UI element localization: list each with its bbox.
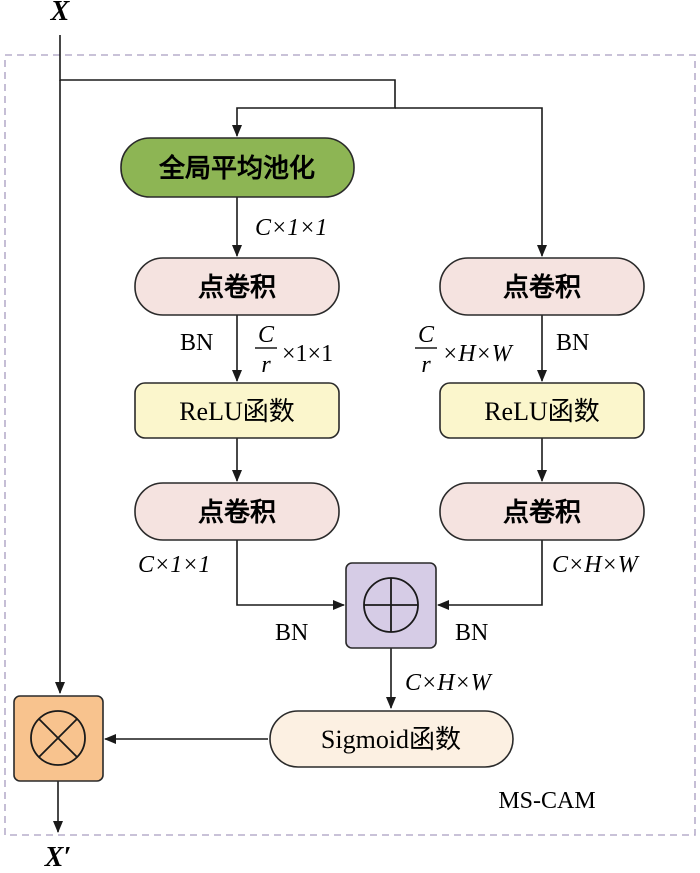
label-bn-add-left: BN [275, 620, 308, 646]
label-bn-left: BN [180, 330, 213, 356]
module-label: MS-CAM [498, 788, 595, 814]
label-bn-right: BN [556, 330, 589, 356]
right-relu-label: ReLU函数 [484, 397, 600, 426]
frac-right-num: C [418, 322, 435, 348]
input-label: X [50, 0, 71, 27]
circle-plus-icon [363, 577, 419, 633]
right-pointwise-conv-1 [439, 257, 645, 316]
fraction-right: C r ×H×W [415, 322, 514, 378]
output-label: X′ [44, 842, 72, 873]
label-bn-add-right: BN [455, 620, 488, 646]
left-pointwise-conv-1-label: 点卷积 [198, 272, 276, 303]
frac-right-den: r [421, 352, 431, 378]
connections [53, 35, 547, 833]
fraction-left: C r ×1×1 [255, 322, 333, 378]
right-pointwise-conv-2-label: 点卷积 [503, 497, 581, 528]
left-pointwise-conv-1 [134, 257, 340, 316]
left-pointwise-conv-2-label: 点卷积 [198, 497, 276, 528]
label-chw-right: C×H×W [552, 552, 640, 578]
sigmoid-label: Sigmoid函数 [321, 725, 461, 754]
frac-right-rest: ×H×W [442, 341, 514, 367]
label-c11-bottom: C×1×1 [138, 552, 210, 578]
right-relu-node [439, 382, 645, 439]
global-avg-pool-label: 全局平均池化 [158, 153, 315, 184]
left-relu-label: ReLU函数 [179, 397, 295, 426]
frac-left-num: C [258, 322, 275, 348]
global-avg-pool-node [120, 137, 355, 198]
right-pointwise-conv-2 [439, 482, 645, 541]
sigmoid-node [269, 710, 514, 768]
label-c11-top: C×1×1 [255, 215, 327, 241]
label-chw-add-out: C×H×W [405, 670, 493, 696]
module-border [4, 54, 696, 836]
frac-left-den: r [261, 352, 271, 378]
circle-times-icon [30, 710, 86, 766]
frac-left-rest: ×1×1 [282, 341, 333, 367]
left-relu-node [134, 382, 340, 439]
right-pointwise-conv-1-label: 点卷积 [503, 272, 581, 303]
left-pointwise-conv-2 [134, 482, 340, 541]
